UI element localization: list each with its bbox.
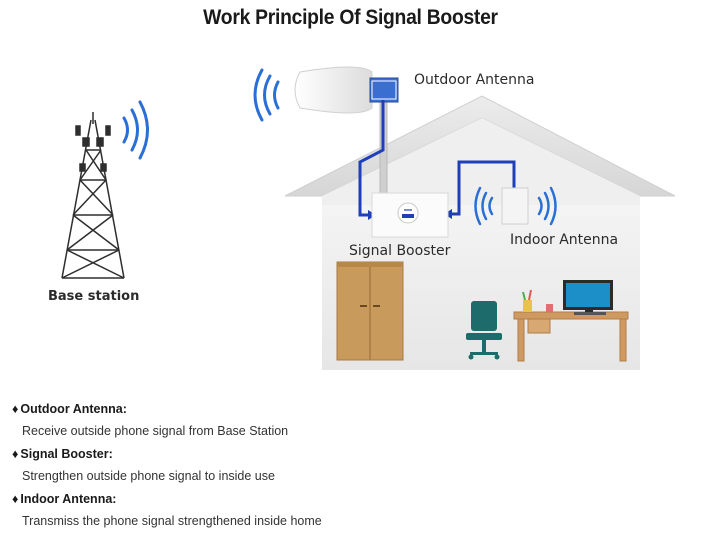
wardrobe <box>336 261 404 361</box>
description-heading: Outdoor Antenna: <box>20 402 127 416</box>
description-heading: Indoor Antenna: <box>20 492 117 506</box>
bullet-icon: ♦ <box>12 402 19 416</box>
desk <box>513 311 629 362</box>
signal-booster-unit <box>371 192 449 238</box>
description-heading: Signal Booster: <box>20 447 113 461</box>
indoor-antenna-signal-right-icon <box>537 186 557 226</box>
indoor-antenna-device <box>501 187 529 225</box>
base-station-tower <box>61 112 125 279</box>
indoor-antenna-signal-left-icon <box>474 186 494 226</box>
label-base-station: Base station <box>48 289 139 304</box>
description-signal-booster: ♦Signal Booster: Strengthen outside phon… <box>12 443 692 488</box>
cable-booster-to-indoor <box>452 160 516 216</box>
bullet-icon: ♦ <box>12 492 19 506</box>
label-signal-booster: Signal Booster <box>349 243 451 259</box>
cable-outdoor-to-booster <box>358 100 385 217</box>
computer-monitor <box>563 280 613 315</box>
description-text: Strengthen outside phone signal to insid… <box>22 469 275 483</box>
pencil-cup <box>522 289 532 312</box>
description-outdoor-antenna: ♦Outdoor Antenna: Receive outside phone … <box>12 398 692 443</box>
diagram-title: Work Principle Of Signal Booster <box>203 6 498 29</box>
description-text: Receive outside phone signal from Base S… <box>22 424 289 438</box>
label-indoor-antenna: Indoor Antenna <box>510 232 618 248</box>
description-list: ♦Outdoor Antenna: Receive outside phone … <box>12 398 692 533</box>
base-station-signal-icon <box>122 100 149 160</box>
outdoor-antenna-signal-icon <box>253 68 280 122</box>
label-outdoor-antenna: Outdoor Antenna <box>414 72 534 88</box>
mug <box>546 304 553 312</box>
description-text: Transmiss the phone signal strengthened … <box>22 514 322 528</box>
signal-booster-diagram: Outdoor Antenna Signal Booster Indoor An… <box>48 66 676 370</box>
office-chair <box>466 301 502 360</box>
outdoor-antenna <box>294 66 399 114</box>
description-indoor-antenna: ♦Indoor Antenna: Transmiss the phone sig… <box>12 488 692 533</box>
bullet-icon: ♦ <box>12 447 19 461</box>
